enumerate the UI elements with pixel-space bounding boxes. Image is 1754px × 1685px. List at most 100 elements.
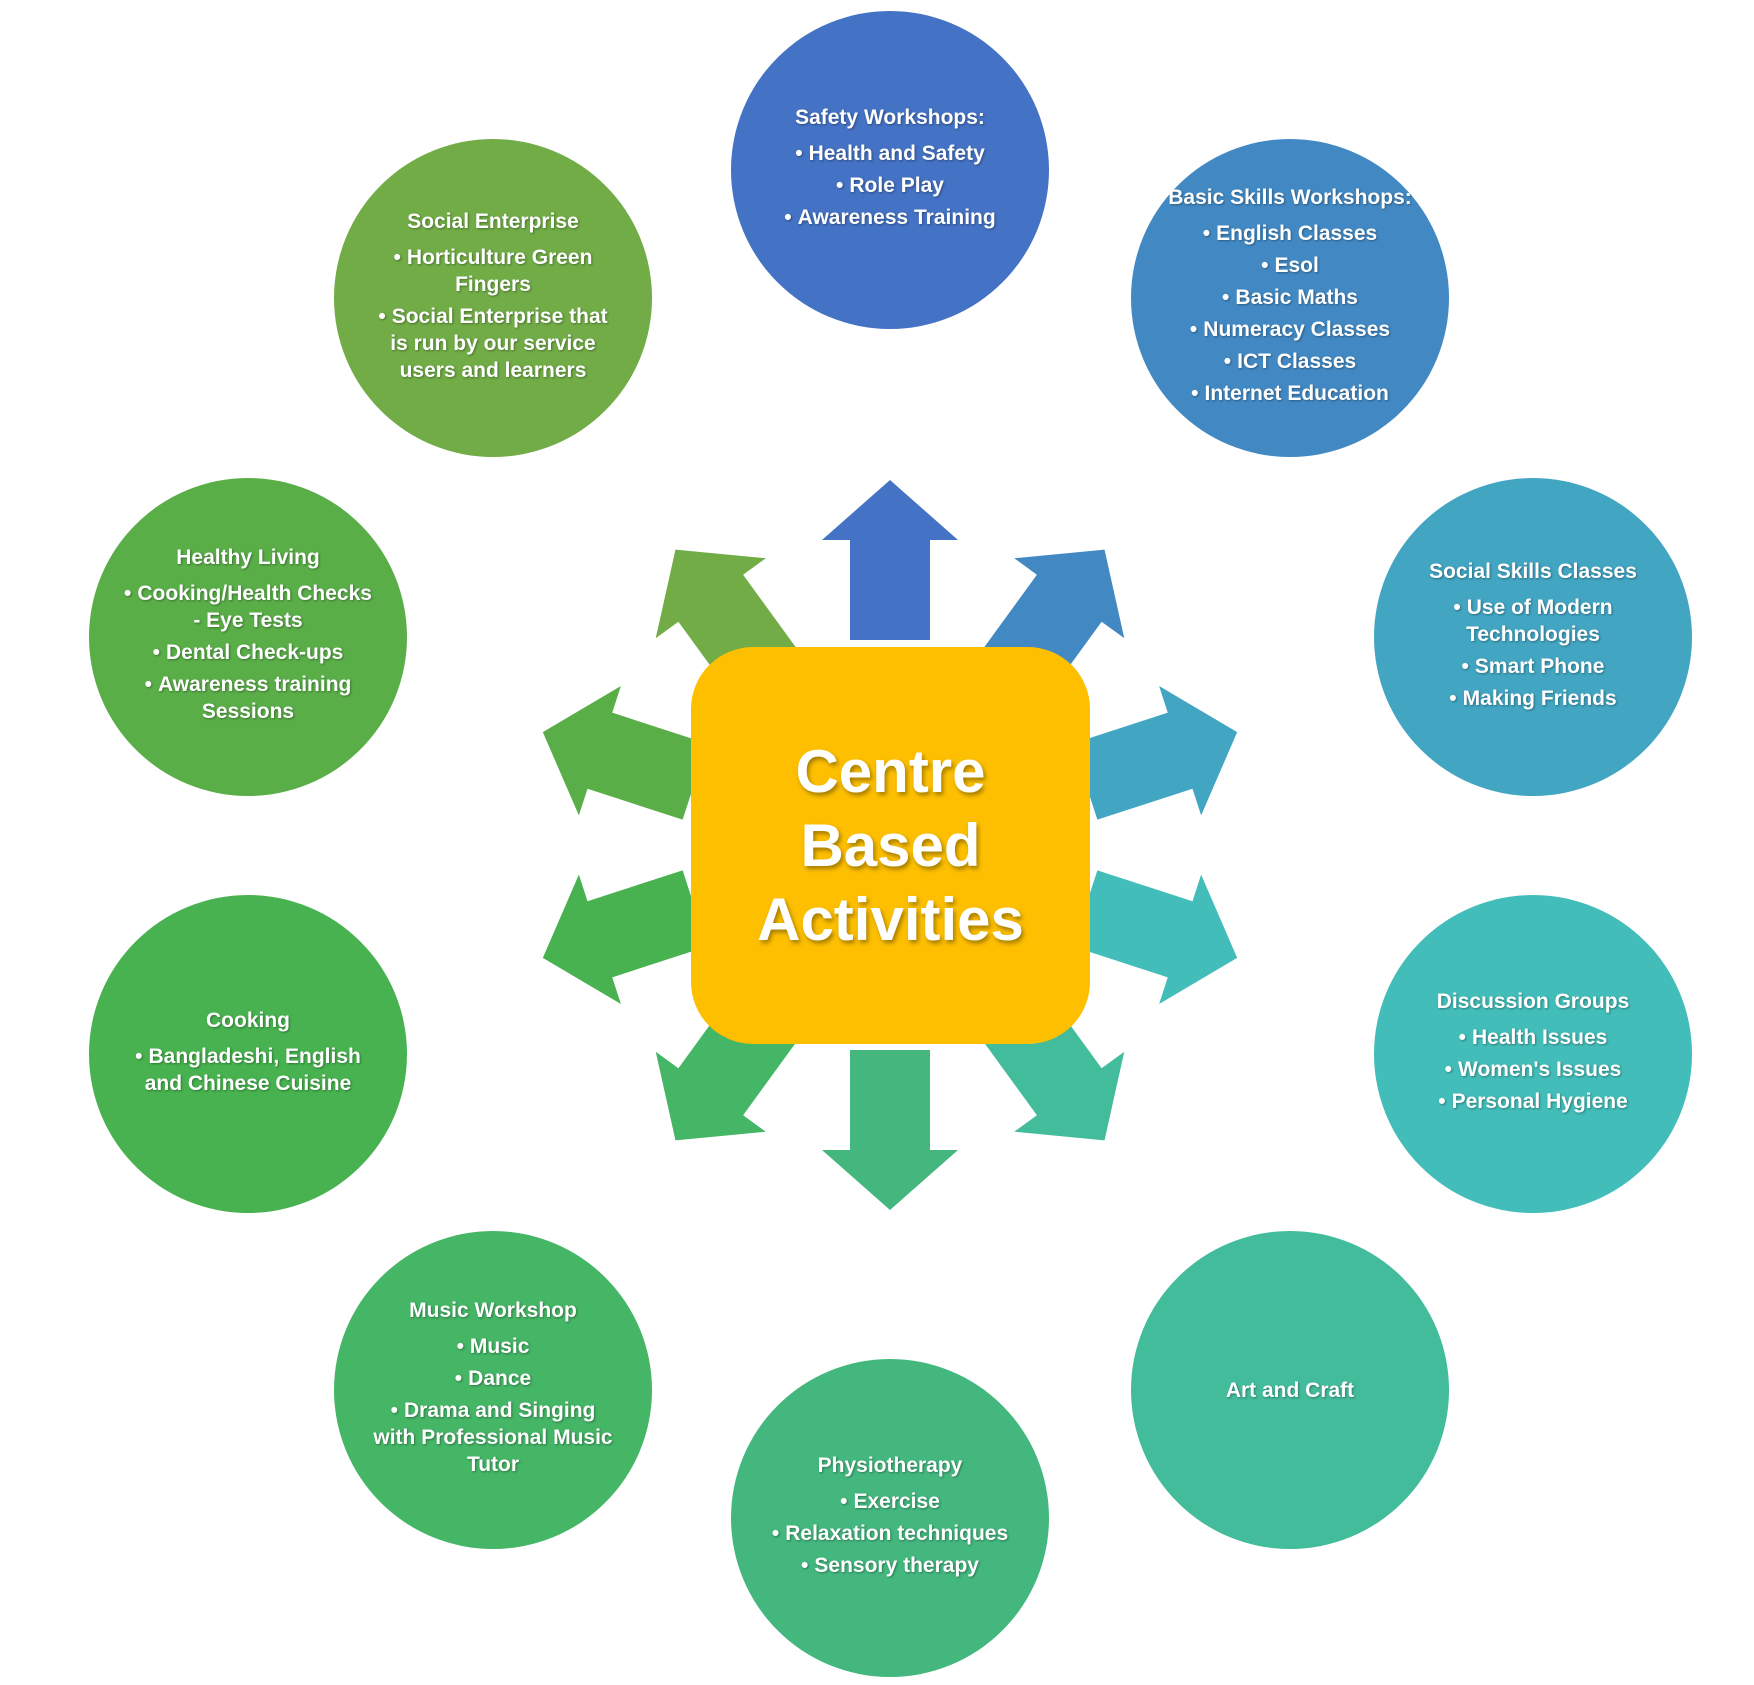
node-item-list: •Cooking/Health Checks - Eye Tests•Denta… xyxy=(123,580,373,730)
arrow-social-skills-classes xyxy=(1072,686,1238,820)
node-item: •Esol xyxy=(1190,252,1390,279)
node-title: Safety Workshops: xyxy=(795,106,985,129)
bullet-icon: • xyxy=(1202,222,1211,245)
bullet-icon: • xyxy=(1449,686,1457,710)
node-item-text: Music xyxy=(469,1335,530,1358)
bullet-icon: • xyxy=(1223,350,1232,373)
node-item: •Making Friends xyxy=(1408,685,1658,712)
node-discussion-groups: Discussion Groups•Health Issues•Women's … xyxy=(1374,895,1692,1213)
node-title: Social Skills Classes xyxy=(1429,559,1637,583)
node-social-skills-classes: Social Skills Classes•Use of Modern Tech… xyxy=(1374,478,1692,796)
node-title: Art and Craft xyxy=(1225,1378,1355,1402)
node-item-text: Internet Education xyxy=(1204,382,1389,405)
bullet-icon: • xyxy=(393,245,401,269)
node-title: Basic Skills Workshops: xyxy=(1168,186,1412,209)
node-item-text: Numeracy Classes xyxy=(1203,318,1391,341)
node-item: •Internet Education xyxy=(1190,380,1390,407)
node-item-text: Sensory therapy xyxy=(814,1554,979,1577)
bullet-icon: • xyxy=(378,304,386,328)
bullet-icon: • xyxy=(456,1335,464,1358)
node-item: •Exercise xyxy=(772,1488,1008,1515)
bullet-icon: • xyxy=(1458,1026,1466,1049)
node-music-workshop: Music Workshop•Music•Dance•Drama and Sin… xyxy=(334,1231,652,1549)
bullet-icon: • xyxy=(771,1522,780,1545)
node-item-list: •Health Issues•Women's Issues•Personal H… xyxy=(1438,1024,1628,1120)
node-item: •ICT Classes xyxy=(1190,348,1390,375)
node-item: •Awareness Training xyxy=(784,204,995,231)
node-item-text: Smart Phone xyxy=(1474,654,1605,678)
node-item: •Bangladeshi, English and Chinese Cuisin… xyxy=(123,1043,373,1097)
node-item: •Social Enterprise that is run by our se… xyxy=(368,303,618,384)
node-item-text: Dance xyxy=(468,1367,532,1390)
node-item: •Personal Hygiene xyxy=(1438,1088,1628,1115)
node-item-text: Dental Check-ups xyxy=(165,641,344,664)
node-item: •Cooking/Health Checks - Eye Tests xyxy=(123,580,373,634)
bullet-icon: • xyxy=(1444,1058,1452,1081)
bullet-icon: • xyxy=(836,174,844,197)
bullet-icon: • xyxy=(152,641,160,664)
bullet-icon: • xyxy=(1453,595,1461,619)
bullet-icon: • xyxy=(801,1554,809,1577)
node-item: •Women's Issues xyxy=(1438,1056,1628,1083)
bullet-icon: • xyxy=(840,1490,848,1513)
node-item: •Role Play xyxy=(784,172,995,199)
bullet-icon: • xyxy=(795,142,803,165)
node-item-text: Health Issues xyxy=(1471,1026,1608,1049)
bullet-icon: • xyxy=(784,206,792,229)
center-line-1: Centre xyxy=(795,737,986,805)
node-item-list: •Horticulture Green Fingers•Social Enter… xyxy=(368,244,618,389)
node-item-list: •Bangladeshi, English and Chinese Cuisin… xyxy=(123,1043,373,1102)
bullet-icon: • xyxy=(1438,1090,1446,1113)
bullet-icon: • xyxy=(135,1044,143,1068)
node-healthy-living: Healthy Living•Cooking/Health Checks - E… xyxy=(89,478,407,796)
node-item-text: Awareness Training xyxy=(797,206,996,229)
node-title: Cooking xyxy=(206,1008,290,1032)
node-title: Social Enterprise xyxy=(407,209,579,233)
arrow-discussion-groups xyxy=(1072,870,1238,1004)
node-item-text: Drama and Singing with Professional Musi… xyxy=(373,1399,613,1476)
node-item-list: •Exercise•Relaxation techniques•Sensory … xyxy=(772,1488,1008,1584)
node-item-text: Health and Safety xyxy=(808,142,985,165)
node-item-text: Role Play xyxy=(849,174,944,197)
node-item-text: Basic Maths xyxy=(1235,286,1358,309)
node-item: •Drama and Singing with Professional Mus… xyxy=(368,1397,618,1478)
bullet-icon: • xyxy=(144,673,152,696)
node-item-text: Making Friends xyxy=(1462,686,1617,710)
node-item: •Health and Safety xyxy=(784,140,995,167)
node-item-text: ICT Classes xyxy=(1237,350,1357,373)
node-title: Healthy Living xyxy=(176,546,320,569)
bullet-icon: • xyxy=(1461,654,1469,678)
node-item-list: •English Classes•Esol•Basic Maths•Numera… xyxy=(1190,220,1390,412)
node-title: Physiotherapy xyxy=(817,1454,963,1477)
node-item-list: •Use of Modern Technologies•Smart Phone•… xyxy=(1408,594,1658,717)
center-box: Centre Based Activities xyxy=(691,647,1090,1044)
node-item: •Dental Check-ups xyxy=(123,639,373,666)
node-item-text: Personal Hygiene xyxy=(1451,1090,1628,1113)
node-title: Discussion Groups xyxy=(1436,990,1630,1013)
node-item: •Numeracy Classes xyxy=(1190,316,1390,343)
node-item: •Sensory therapy xyxy=(772,1552,1008,1579)
bullet-icon: • xyxy=(454,1367,463,1390)
node-basic-skills-workshops: Basic Skills Workshops:•English Classes•… xyxy=(1131,139,1449,457)
node-item: •Awareness training Sessions xyxy=(123,671,373,725)
bullet-icon: • xyxy=(1261,254,1269,277)
node-item: •Relaxation techniques xyxy=(772,1520,1008,1547)
arrow-physiotherapy xyxy=(822,1050,958,1210)
node-item: •Smart Phone xyxy=(1408,653,1658,680)
bullet-icon: • xyxy=(390,1399,398,1422)
arrow-healthy-living xyxy=(542,686,708,820)
node-item: •Use of Modern Technologies xyxy=(1408,594,1658,648)
bullet-icon: • xyxy=(1191,382,1199,405)
node-item: •Health Issues xyxy=(1438,1024,1628,1051)
bullet-icon: • xyxy=(124,582,132,605)
node-item: •Basic Maths xyxy=(1190,284,1390,311)
node-item-text: Cooking/Health Checks - Eye Tests xyxy=(137,582,372,632)
center-line-3: Activities xyxy=(757,885,1024,953)
node-item-text: Relaxation techniques xyxy=(785,1522,1009,1545)
center-line-2: Based xyxy=(800,811,981,879)
node-item: •Horticulture Green Fingers xyxy=(368,244,618,298)
node-item: •English Classes xyxy=(1190,220,1390,247)
bullet-icon: • xyxy=(1189,318,1198,341)
node-item-text: Use of Modern Technologies xyxy=(1466,595,1613,646)
